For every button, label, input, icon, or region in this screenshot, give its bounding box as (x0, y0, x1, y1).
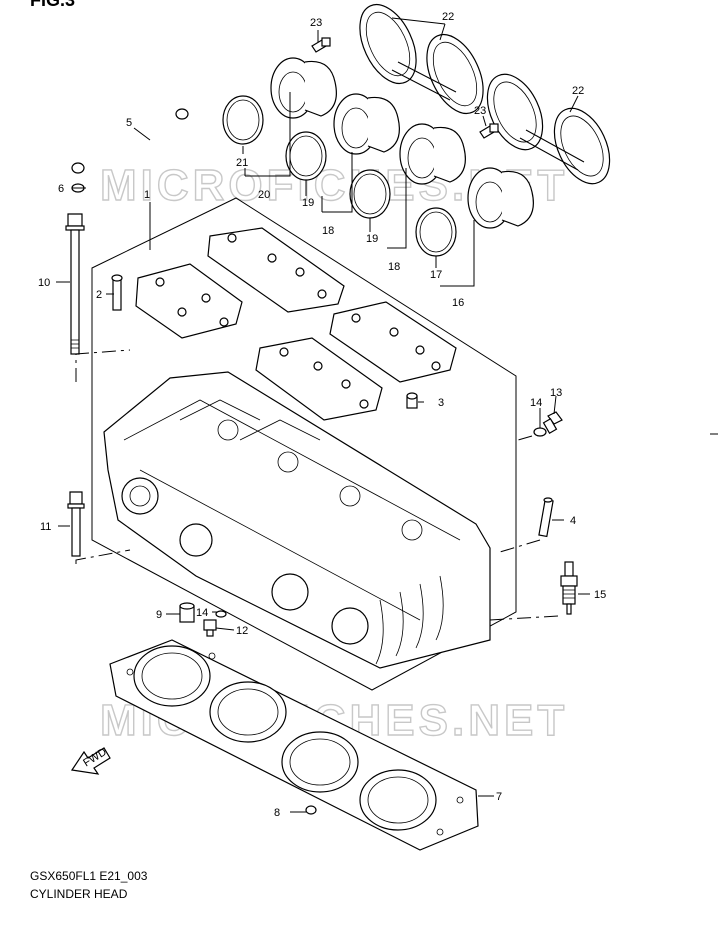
callout-17: 17 (430, 269, 442, 281)
intake-holder-20 (270, 57, 337, 119)
callout-19a: 19 (302, 197, 314, 209)
callout-15: 15 (594, 589, 606, 601)
callout-18b: 18 (388, 261, 400, 273)
o-ring-21 (222, 95, 264, 145)
intake-holder-16 (467, 167, 534, 229)
intake-holder-18a (333, 93, 400, 155)
model-code: GSX650FL1 E21_003 (30, 869, 148, 883)
callout-19b: 19 (366, 233, 378, 245)
o-ring-19b (349, 169, 391, 219)
clamp-pair-right (486, 73, 611, 185)
figure-label: FIG.3 (30, 0, 75, 10)
assembly-frame (91, 197, 517, 691)
callout-3: 3 (438, 397, 444, 409)
callout-6: 6 (58, 183, 64, 195)
bolt-11 (67, 491, 85, 557)
bolt-12 (203, 619, 217, 637)
diagram-title: CYLINDER HEAD (30, 887, 128, 901)
dowel-9 (179, 602, 195, 623)
o-ring-17 (415, 207, 457, 257)
callout-21: 21 (236, 157, 248, 169)
washer-14b (215, 610, 227, 618)
bolt-13 (542, 411, 563, 435)
washer-14a (533, 427, 547, 437)
callout-14a: 14 (530, 397, 542, 409)
hose-5 (71, 108, 189, 174)
dowel-8 (305, 805, 317, 815)
head-gasket-7 (109, 639, 479, 851)
callout-1: 1 (144, 189, 150, 201)
callout-2: 2 (96, 289, 102, 301)
dowel-3 (406, 392, 418, 409)
spark-plug-15 (560, 561, 578, 615)
callout-12: 12 (236, 625, 248, 637)
fwd-arrow-icon (70, 747, 111, 775)
callout-18a: 18 (322, 225, 334, 237)
clamp-pair-left (359, 4, 484, 114)
callout-8: 8 (274, 807, 280, 819)
screw-23a (311, 37, 331, 53)
cam-cap-group-lower (255, 337, 383, 421)
callout-23b: 23 (474, 105, 486, 117)
callout-22b: 22 (572, 85, 584, 97)
bolt-10 (65, 213, 85, 355)
callout-10: 10 (38, 277, 50, 289)
cam-cap-group-top (207, 227, 345, 313)
o-ring-19a (285, 131, 327, 181)
callout-11: 11 (40, 521, 51, 533)
callout-23a: 23 (310, 17, 322, 29)
callout-4: 4 (570, 515, 576, 527)
callout-22a: 22 (442, 11, 454, 23)
callout-16: 16 (452, 297, 464, 309)
cam-cap-group-left (135, 263, 243, 339)
callout-5: 5 (126, 117, 132, 129)
dowel-2 (111, 274, 123, 311)
callout-13: 13 (550, 387, 562, 399)
callout-7: 7 (496, 791, 502, 803)
intake-holder-18b (399, 123, 466, 185)
callout-9: 9 (156, 609, 162, 621)
pipe-4 (538, 497, 554, 538)
callout-20: 20 (258, 189, 270, 201)
cylinder-head (103, 371, 491, 669)
callout-14b: 14 (196, 607, 208, 619)
leader-lines (56, 17, 590, 813)
cam-cap-group-right (329, 301, 457, 383)
screw-23b (479, 123, 499, 139)
